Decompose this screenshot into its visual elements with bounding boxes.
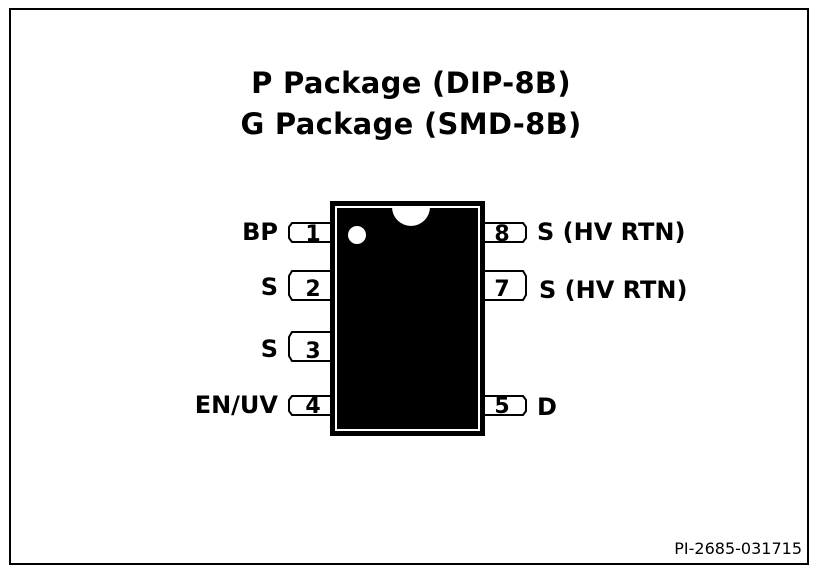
title-line-1: P Package (DIP-8B) <box>251 66 571 100</box>
pin-name-s-hv-rtn-7: S (HV RTN) <box>539 276 688 304</box>
pin-number-4: 4 <box>305 394 320 419</box>
pin-number-1: 1 <box>305 222 320 247</box>
pin-number-8: 8 <box>494 222 509 247</box>
pin-7-outline <box>485 270 527 301</box>
pin-name-s-2: S <box>260 273 278 301</box>
pin-3-outline <box>288 331 330 362</box>
pin-number-7: 7 <box>494 277 509 302</box>
pin-name-d: D <box>537 393 557 421</box>
pin-name-en-uv: EN/UV <box>194 391 278 419</box>
pin-number-2: 2 <box>305 277 320 302</box>
diagram-frame <box>9 8 809 565</box>
pin-name-bp: BP <box>242 218 278 246</box>
reference-code: PI-2685-031715 <box>674 539 802 558</box>
pin-number-5: 5 <box>494 394 509 419</box>
pin-4-outline <box>288 395 330 416</box>
pin-number-3: 3 <box>305 339 320 364</box>
pin-1-outline <box>288 222 330 243</box>
title-line-2: G Package (SMD-8B) <box>240 107 582 141</box>
pin-8-outline <box>485 222 527 243</box>
pin1-notch <box>392 207 430 226</box>
pin-name-s-hv-rtn-8: S (HV RTN) <box>537 218 686 246</box>
pin1-dot <box>348 226 366 244</box>
pin-5-outline <box>485 395 527 416</box>
pin-2-outline <box>288 270 330 301</box>
pin-name-s-3: S <box>260 335 278 363</box>
